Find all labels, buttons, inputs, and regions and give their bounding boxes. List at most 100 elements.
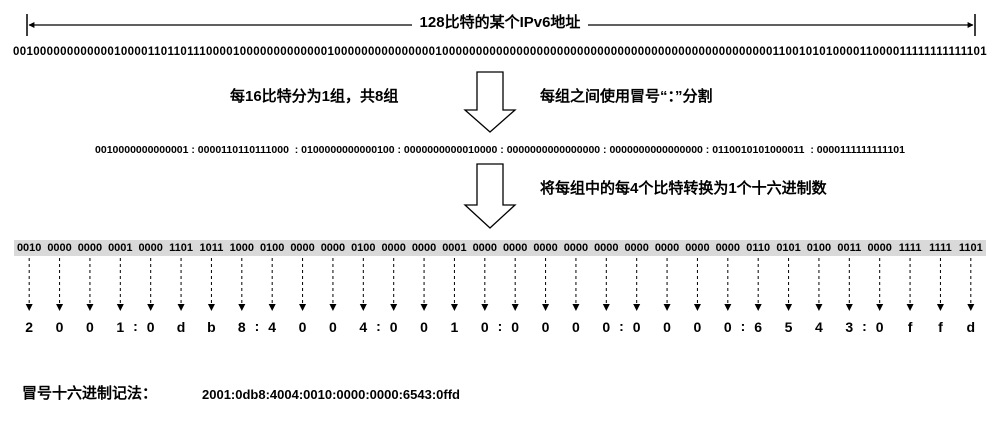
group-separator: :	[862, 318, 867, 334]
nibble-arrow-head	[390, 304, 398, 311]
step2-note: 将每组中的每4个比特转换为1个十六进制数	[540, 180, 827, 197]
nibble-cell: 0100	[806, 242, 832, 254]
nibble-arrow-head	[207, 304, 215, 311]
nibble-arrow-head	[572, 304, 580, 311]
nibble-arrow-head	[633, 304, 641, 311]
nibble-cell: 0000	[320, 242, 346, 254]
nibble-arrow-head	[936, 304, 944, 311]
nibble-arrow-head	[754, 304, 762, 311]
nibble-cell: 0000	[77, 242, 103, 254]
nibble-cell: 0000	[867, 242, 892, 254]
nibble-cell: 0100	[351, 242, 376, 254]
nibble-arrow-head	[481, 304, 489, 311]
nibble-cell: 0000	[563, 242, 589, 254]
nibble-cell: 0000	[472, 242, 498, 254]
hex-digit: 4	[359, 319, 368, 335]
address-title: 128比特的某个IPv6地址	[0, 14, 1000, 32]
nibble-arrow-head	[663, 304, 671, 311]
nibble-cell: 0001	[108, 242, 133, 254]
nibble-arrow-head	[25, 304, 33, 311]
nibble-cell: 0011	[837, 242, 862, 254]
nibble-arrow-head	[177, 304, 185, 311]
hex-digit: 6	[754, 319, 763, 335]
nibble-bar	[14, 240, 986, 256]
nibble-arrow-head	[724, 304, 732, 311]
hex-digit: 0	[86, 319, 94, 335]
hex-digit: f	[907, 319, 913, 335]
hex-digit: 1	[450, 319, 459, 335]
hex-digit: 0	[389, 319, 398, 335]
nibble-cell: 0100	[259, 242, 285, 254]
nibble-cell: 0000	[654, 242, 680, 254]
nibble-arrow-head	[693, 304, 701, 311]
nibble-cell: 0101	[776, 242, 801, 254]
down-arrow-2	[463, 163, 517, 229]
nibble-cell: 1111	[929, 242, 952, 254]
hex-digit: 8	[237, 319, 246, 335]
nibble-arrow-head	[86, 304, 94, 311]
down-arrow-1	[463, 71, 517, 133]
nibble-arrow-head	[845, 304, 853, 311]
nibble-cell: 0000	[381, 242, 406, 254]
hex-digit: 0	[632, 319, 641, 335]
hex-digit: 3	[845, 319, 854, 335]
group-separator: :	[254, 318, 260, 334]
hex-digit: 4	[815, 319, 823, 335]
nibble-cell: 0000	[624, 242, 649, 254]
nibble-arrows	[25, 258, 975, 311]
hex-digit: b	[207, 319, 216, 335]
nibble-arrow-head	[542, 304, 550, 311]
nibble-arrow-head	[329, 304, 337, 311]
hex-digit: 4	[268, 319, 277, 335]
nibble-cell: 0000	[533, 242, 558, 254]
nibble-cell: 1011	[199, 242, 224, 254]
nibble-cell: 0001	[442, 242, 467, 254]
hex-digit: 0	[329, 319, 337, 335]
nibble-arrow-head	[420, 304, 428, 311]
hex-digit: 0	[298, 319, 307, 335]
nibble-arrow-head	[268, 304, 276, 311]
binary-string: 0010000000000001000011011011100001000000…	[12, 46, 988, 58]
nibble-cell: 0000	[502, 242, 528, 254]
step1-left-note: 每16比特分为1组，共8组	[230, 88, 399, 105]
hex-digit: 1	[116, 319, 125, 335]
nibble-arrow-head	[967, 304, 975, 311]
hex-digit: d	[966, 319, 976, 335]
step1-right-note: 每组之间使用冒号“：”分割	[540, 88, 713, 105]
nibble-arrow-head	[299, 304, 307, 311]
nibble-arrow-head	[906, 304, 914, 311]
hex-digit: 0	[55, 319, 64, 335]
nibble-arrow-head	[116, 304, 124, 311]
nibble-cell: 0000	[715, 242, 741, 254]
nibble-cell: 0110	[746, 242, 771, 254]
group-separator: :	[497, 318, 503, 334]
hex-digit: d	[176, 319, 186, 335]
nibble-arrow-head	[450, 304, 458, 311]
hex-digit: 0	[511, 319, 520, 335]
group-separator: :	[133, 318, 138, 334]
group-separator: :	[376, 318, 381, 334]
hex-digit: 0	[541, 319, 550, 335]
nibble-cell: 0000	[290, 242, 315, 254]
nibble-cell: 1101	[958, 242, 983, 254]
nibble-cell: 0000	[594, 242, 619, 254]
nibble-arrow-head	[511, 304, 519, 311]
hex-digit: 0	[723, 319, 732, 335]
hex-digit: f	[938, 319, 943, 335]
hex-digit: 0	[572, 319, 580, 335]
hex-digit: 0	[420, 319, 428, 335]
group-separator: :	[740, 318, 746, 334]
hex-digit: 0	[875, 319, 884, 335]
hex-digit: 0	[146, 319, 155, 335]
nibble-cell: 0000	[138, 242, 163, 254]
nibble-cell: 1101	[169, 242, 193, 254]
nibble-arrow-head	[876, 304, 884, 311]
nibble-arrow-head	[147, 304, 155, 311]
nibble-arrow-head	[359, 304, 367, 311]
group-separator: :	[619, 318, 624, 334]
nibble-arrow-head	[815, 304, 823, 311]
nibble-cell: 0010	[16, 242, 42, 254]
nibble-arrow-head	[785, 304, 793, 311]
nibble-arrow-head	[238, 304, 246, 311]
